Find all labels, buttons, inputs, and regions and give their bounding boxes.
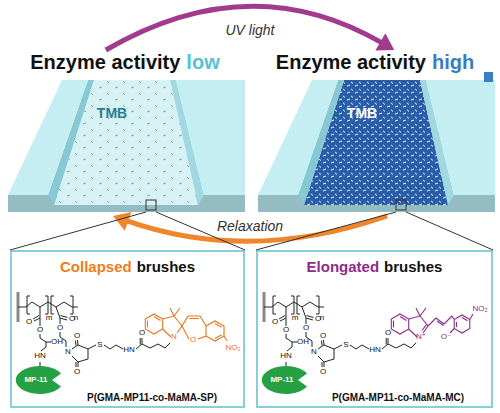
activity-heading: low	[186, 50, 219, 74]
heading-row: Enzyme activityhigh	[255, 50, 495, 74]
wall-top	[8, 80, 88, 195]
bond-lines	[18, 296, 170, 367]
connector	[10, 212, 245, 250]
heading-row: Elongatedbrushes	[258, 258, 491, 276]
panel-title: Elongated	[307, 258, 380, 276]
atom-label: OH	[297, 338, 309, 346]
atom-label: N	[65, 348, 71, 356]
atom-label: S	[343, 341, 348, 349]
atom-label: O	[74, 332, 80, 340]
atom-label: NO₂	[225, 344, 240, 352]
atom-label: O	[69, 315, 75, 323]
panel-title: brushes	[137, 258, 195, 276]
curved-arrow	[126, 216, 387, 241]
channel-illustration: Enzyme activitylowTMB	[5, 50, 245, 212]
zoom-leader	[256, 212, 493, 250]
atom-label: NO₂	[472, 305, 487, 313]
bond-lines	[264, 296, 416, 367]
atom-label: O⁻	[441, 333, 451, 341]
atom-label: N	[171, 333, 177, 341]
atom-label: HN	[369, 346, 381, 354]
reagent-label: TMB	[97, 106, 127, 120]
connector	[256, 212, 493, 250]
curved-arrow	[106, 6, 382, 50]
brush-panel: ElongatedbrushesmnOOOHHNMP-11OONOOSHNON⁺…	[256, 250, 493, 408]
activity-heading: high	[432, 50, 474, 74]
atom-label: O	[26, 318, 32, 326]
activity-heading: Enzyme activity	[30, 50, 180, 74]
spiropyran-bonds	[145, 308, 227, 341]
atom-label: HN	[280, 352, 292, 360]
atom-label: N	[311, 348, 317, 356]
zoom-square	[146, 200, 156, 210]
brush-panel: CollapsedbrushesmnOOOHHNMP-11OONOOSHNONO…	[10, 250, 245, 408]
enzyme-label: MP-11	[24, 376, 47, 384]
wall-top	[176, 80, 245, 195]
structure-mc	[262, 292, 473, 394]
atom-label: O	[315, 315, 321, 323]
polymer-name: P(GMA-MP11-co-MaMA-MC)	[332, 393, 464, 403]
activity-heading: Enzyme activity	[276, 50, 426, 74]
wall-top	[258, 80, 338, 195]
atom-label: HN	[34, 352, 46, 360]
enzyme-blob	[262, 366, 307, 394]
atom-label: N⁺	[416, 333, 426, 341]
wall-top	[426, 80, 495, 195]
zoom-leader	[10, 212, 245, 250]
heading-row: Collapsed brushes	[12, 258, 243, 276]
channel-left	[8, 80, 245, 212]
atom-label: O	[283, 326, 289, 334]
repeat-index: m	[46, 314, 53, 322]
edge-label: Relaxation	[217, 219, 283, 233]
arrow-head	[113, 212, 131, 231]
atom-label: OH	[51, 338, 63, 346]
channel-right	[258, 72, 495, 212]
atom-label: S	[97, 341, 102, 349]
heading-row: Enzyme activitylow	[5, 50, 245, 74]
atom-label: O	[57, 324, 63, 332]
edge-label: UV light	[225, 23, 274, 37]
enzyme-blob	[16, 366, 61, 394]
atom-label: O	[272, 318, 278, 326]
atom-label: O	[320, 368, 326, 376]
repeat-index: m	[292, 314, 299, 322]
atom-label: O	[190, 336, 196, 344]
connector	[106, 6, 394, 50]
zoom-square	[396, 200, 406, 210]
enzyme-label: MP-11	[270, 376, 293, 384]
atom-label: O	[303, 324, 309, 332]
merocyanine-bonds	[391, 308, 473, 337]
atom-label: O	[320, 332, 326, 340]
panel-title: brushes	[384, 258, 442, 276]
structure-sp	[16, 292, 227, 394]
reagent-label: TMB	[347, 106, 377, 120]
atom-label: O	[37, 326, 43, 334]
panel-title: Collapsed	[60, 258, 132, 276]
atom-label: O	[385, 329, 391, 337]
connector	[113, 212, 387, 241]
polymer-name: P(GMA-MP11-co-MaMA-SP)	[87, 393, 217, 403]
atom-label: HN	[123, 346, 135, 354]
arrow-head	[375, 33, 394, 50]
outlet-tab	[484, 72, 493, 82]
atom-label: O	[74, 368, 80, 376]
channel-illustration: Enzyme activityhighTMB	[255, 50, 495, 212]
atom-label: O	[139, 329, 145, 337]
